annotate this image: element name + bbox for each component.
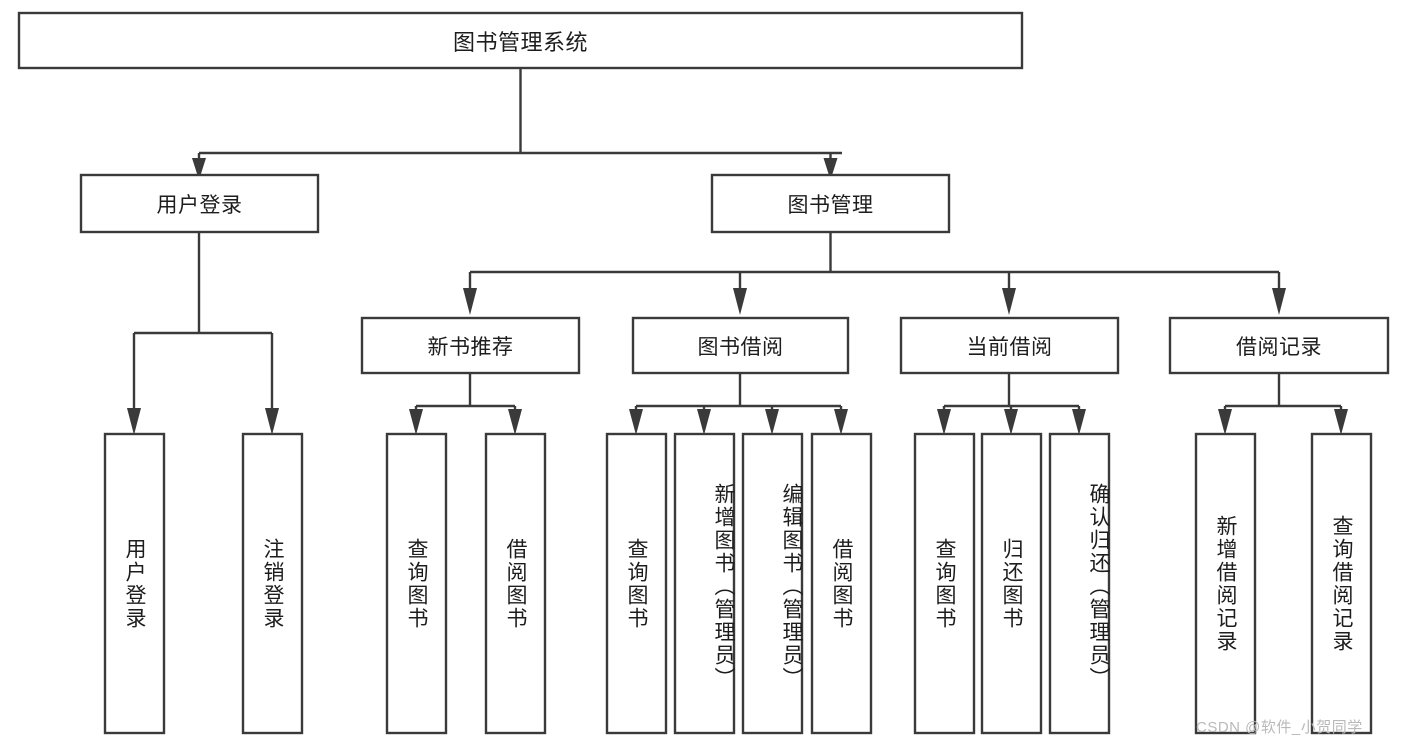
arrow-head-leaf-edit-book xyxy=(765,409,779,435)
connector-book-borrow-to-leaves xyxy=(634,373,843,412)
arrow-head-leaf-user-login xyxy=(127,408,141,435)
node-box-leaf-borrow-book-1[interactable] xyxy=(484,432,547,735)
arrow-head-leaf-query-record xyxy=(1334,409,1348,435)
connector-new-book-recommend-to-leaves xyxy=(414,373,517,412)
arrow-head-book-borrow xyxy=(733,288,747,315)
arrow-head-leaf-return-book xyxy=(1004,409,1018,435)
arrow-head-current-borrow xyxy=(1002,288,1016,315)
node-box-leaf-query-record[interactable] xyxy=(1310,432,1373,735)
node-box-user-login[interactable] xyxy=(79,173,320,234)
node-box-current-borrow[interactable] xyxy=(899,316,1120,375)
connector-root-to-level2 xyxy=(197,68,842,168)
connector-user-login-to-leaves xyxy=(132,232,274,410)
node-box-book-management[interactable] xyxy=(710,173,951,234)
watermark-text: CSDN @软件_小贺同学 xyxy=(1196,719,1363,736)
node-box-book-borrow[interactable] xyxy=(631,316,850,375)
arrow-head-leaf-borrow-book-2 xyxy=(834,409,848,435)
arrow-head-leaf-borrow-book-1 xyxy=(508,409,522,435)
arrow-head-new-book-recommend xyxy=(463,288,477,315)
node-box-leaf-add-book[interactable] xyxy=(673,432,736,735)
node-box-leaf-query-book-2[interactable] xyxy=(605,432,668,735)
connector-borrow-record-to-leaves xyxy=(1223,373,1343,412)
arrow-head-leaf-query-book-3 xyxy=(937,409,951,435)
node-box-leaf-add-record[interactable] xyxy=(1194,432,1257,735)
node-box-leaf-borrow-book-2[interactable] xyxy=(810,432,873,735)
node-box-leaf-query-book-1[interactable] xyxy=(385,432,448,735)
arrow-head-leaf-add-record xyxy=(1218,409,1232,435)
node-box-new-book-recommend[interactable] xyxy=(360,316,581,375)
connector-current-borrow-to-leaves xyxy=(942,373,1081,412)
arrow-head-to-user-login xyxy=(192,158,206,180)
arrow-head-leaf-query-book-2 xyxy=(629,409,643,435)
connector-book-management-to-level3 xyxy=(468,232,1281,288)
node-box-leaf-return-book[interactable] xyxy=(980,432,1043,735)
node-box-leaf-user-login[interactable] xyxy=(103,432,166,735)
node-box-leaf-confirm-return[interactable] xyxy=(1048,432,1111,735)
arrow-head-leaf-logout-login xyxy=(265,408,279,435)
arrow-head-leaf-add-book xyxy=(697,409,711,435)
node-box-leaf-logout-login[interactable] xyxy=(241,432,304,735)
arrow-head-to-book-management xyxy=(823,158,838,180)
node-box-borrow-record[interactable] xyxy=(1168,316,1390,375)
arrow-head-leaf-query-book-1 xyxy=(409,409,423,435)
node-box-leaf-edit-book[interactable] xyxy=(741,432,804,735)
node-box-leaf-query-book-3[interactable] xyxy=(913,432,976,735)
arrow-head-borrow-record xyxy=(1272,288,1286,315)
node-box-root[interactable] xyxy=(17,11,1024,70)
arrow-head-leaf-confirm-return xyxy=(1072,409,1086,435)
